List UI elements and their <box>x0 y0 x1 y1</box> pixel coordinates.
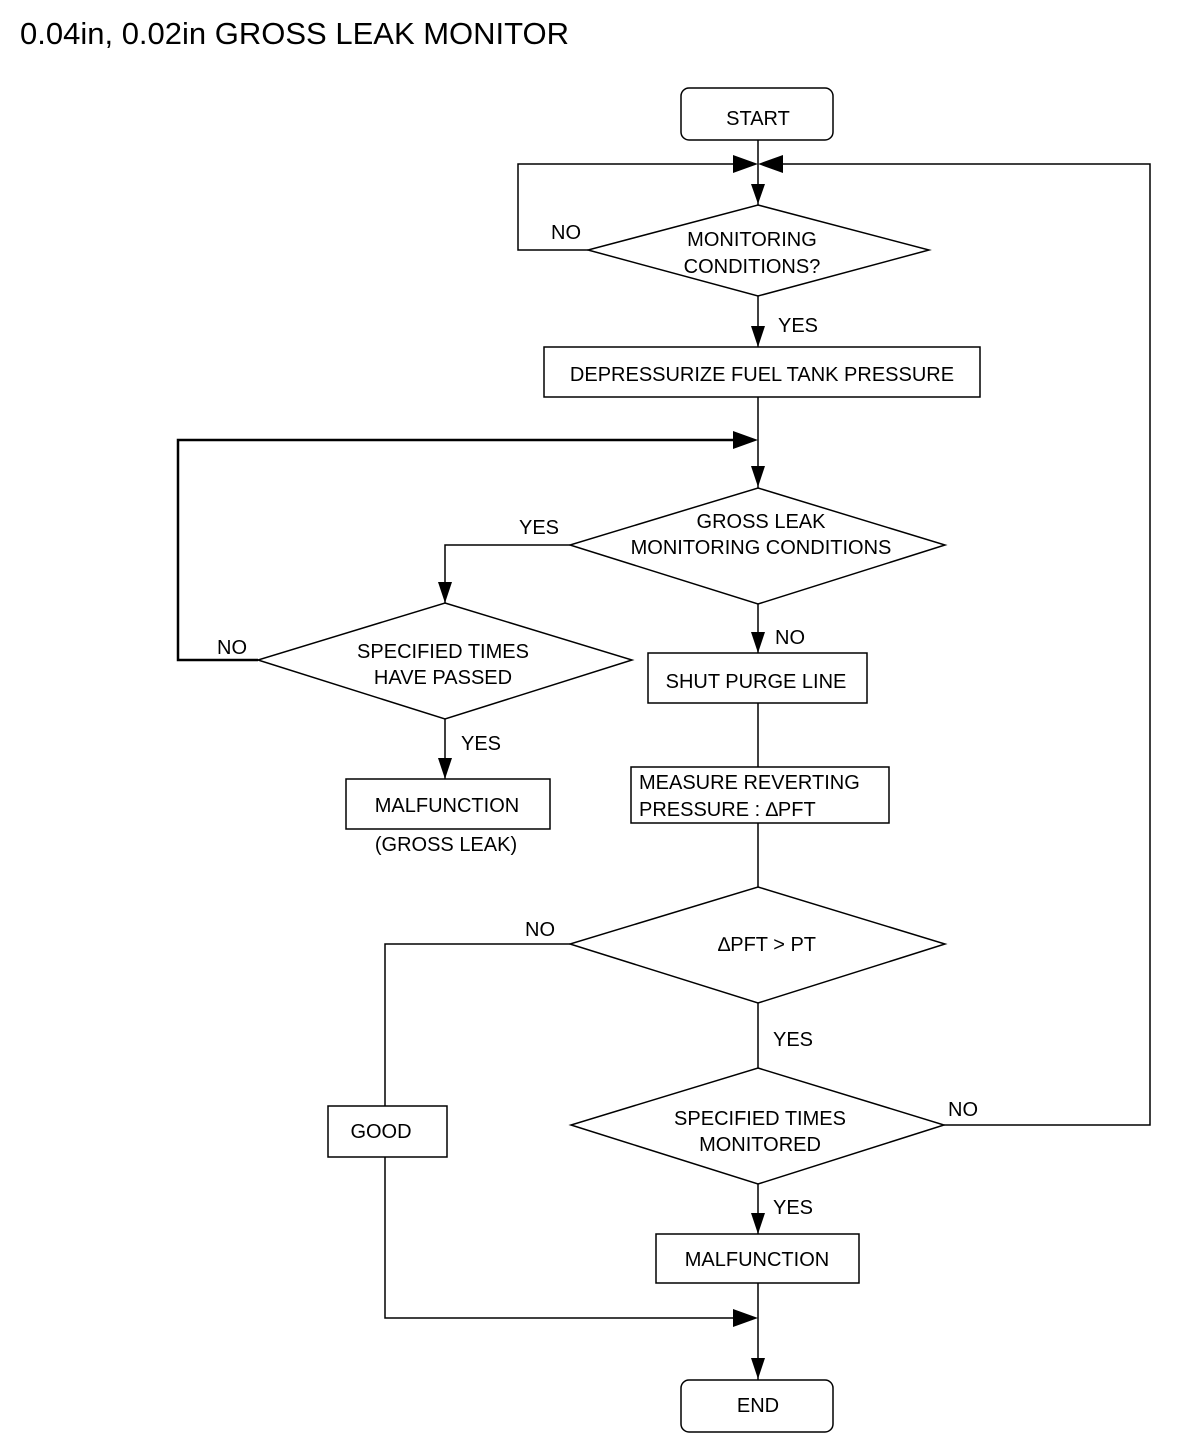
malfunction-gross-label: MALFUNCTION <box>375 795 519 817</box>
specified-times-passed-line1: SPECIFIED TIMES <box>357 641 529 663</box>
specified-times-monitored-decision <box>568 1067 947 1185</box>
monitoring-no-label: NO <box>551 222 581 244</box>
monitoring-conditions-line1: MONITORING <box>687 229 817 251</box>
arrowhead <box>751 1358 765 1379</box>
gross-leak-conditions-line2: MONITORING CONDITIONS <box>631 537 892 559</box>
arrowhead <box>751 632 765 653</box>
monitoring-conditions-line2: CONDITIONS? <box>684 256 821 278</box>
arrowhead <box>438 758 452 779</box>
monitored-yes-label: YES <box>773 1197 813 1219</box>
gross-leak-conditions-decision <box>567 487 948 605</box>
connector-pft-no <box>384 943 570 1106</box>
arrowhead <box>733 431 758 449</box>
gross-yes-label: YES <box>519 517 559 539</box>
depressurize-label: DEPRESSURIZE FUEL TANK PRESSURE <box>570 364 954 386</box>
passed-yes-label: YES <box>461 733 501 755</box>
depressurize-process <box>543 346 981 398</box>
gross-leak-note: (GROSS LEAK) <box>375 834 517 856</box>
arrowhead <box>733 1309 758 1327</box>
pft-yes-label: YES <box>773 1029 813 1051</box>
specified-times-monitored-line1: SPECIFIED TIMES <box>674 1108 846 1130</box>
arrowhead <box>733 155 758 173</box>
page-title: 0.04in, 0.02in GROSS LEAK MONITOR <box>20 16 569 51</box>
pft-compare-decision <box>567 886 948 1004</box>
connector-good-end <box>384 1157 735 1319</box>
start-terminal <box>680 87 834 141</box>
monitoring-conditions-decision <box>585 204 932 297</box>
end-label: END <box>737 1395 779 1417</box>
malfunction-label: MALFUNCTION <box>685 1249 829 1271</box>
good-process <box>327 1105 448 1158</box>
arrowhead <box>438 582 452 603</box>
pft-compare-label: ∆PFT > PT <box>718 934 816 956</box>
specified-times-passed-line2: HAVE PASSED <box>374 667 512 689</box>
monitored-no-label: NO <box>948 1099 978 1121</box>
gross-leak-conditions-line1: GROSS LEAK <box>697 511 827 533</box>
passed-no-label: NO <box>217 637 247 659</box>
good-label: GOOD <box>350 1121 411 1143</box>
connector-gross-yes <box>444 544 570 603</box>
connector-passed-no-loop <box>176 438 735 662</box>
shut-purge-process <box>647 652 868 704</box>
arrowhead <box>751 1213 765 1234</box>
gross-no-label: NO <box>775 627 805 649</box>
arrowhead <box>751 466 765 487</box>
specified-times-monitored-line2: MONITORED <box>699 1134 821 1156</box>
connector-monitored-no-loop <box>782 163 1151 1126</box>
arrowhead <box>751 184 765 204</box>
end-terminal <box>680 1379 834 1433</box>
monitoring-yes-label: YES <box>778 315 818 337</box>
malfunction-gross-process <box>345 778 551 830</box>
start-label: START <box>726 108 790 130</box>
measure-reverting-line1: MEASURE REVERTING <box>639 772 860 794</box>
malfunction-process <box>655 1233 860 1284</box>
arrowhead <box>758 155 783 173</box>
pft-no-label: NO <box>525 919 555 941</box>
measure-reverting-line2: PRESSURE : ∆PFT <box>639 799 816 821</box>
specified-times-passed-decision <box>255 602 635 720</box>
arrowhead <box>751 326 765 347</box>
connectors <box>176 140 1151 1380</box>
shut-purge-label: SHUT PURGE LINE <box>666 671 847 693</box>
connector-monitoring-no-loop <box>517 163 735 251</box>
measure-reverting-process <box>630 766 890 824</box>
